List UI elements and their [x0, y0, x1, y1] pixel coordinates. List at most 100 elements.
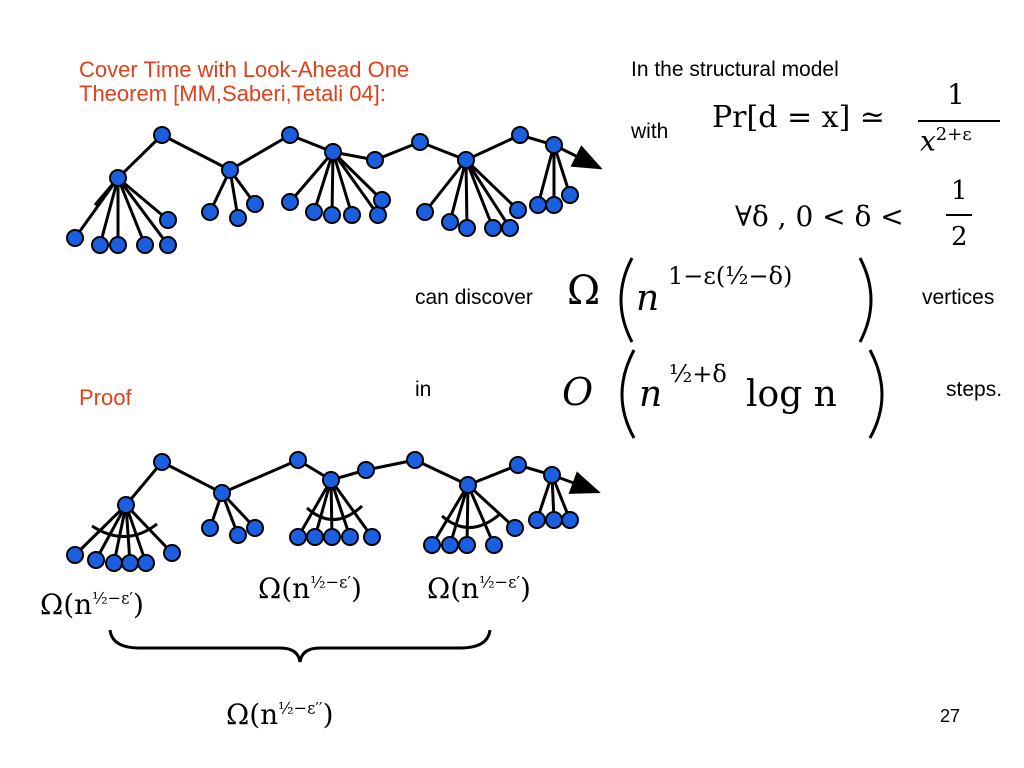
with-text: with	[631, 120, 669, 143]
node	[289, 528, 307, 546]
vertices-text: vertices	[922, 286, 995, 309]
proof-formula-c-base: Ω(n	[427, 572, 480, 605]
in-text: in	[415, 378, 432, 401]
node	[369, 206, 387, 224]
omega-symbol: Ω	[567, 268, 601, 314]
proof-formula-total-exp: ½−ε′′	[278, 698, 323, 718]
node	[91, 236, 109, 254]
fan-arc-1	[91, 522, 158, 538]
node	[109, 236, 127, 254]
node	[458, 219, 476, 237]
node	[561, 186, 579, 204]
node	[457, 151, 475, 169]
delta-fraction-bar	[946, 214, 972, 216]
node	[545, 136, 563, 154]
node	[501, 219, 519, 237]
node	[441, 213, 459, 231]
node	[229, 526, 247, 544]
probability-numerator: 1	[947, 78, 965, 111]
proof-formula-c-close: )	[520, 572, 531, 605]
page-number: 27	[940, 706, 961, 726]
delta-condition: ∀δ , 0 < δ <	[735, 200, 904, 233]
omega-right-paren	[858, 257, 873, 343]
tree-top-spine	[116, 133, 603, 180]
node	[289, 451, 307, 469]
node	[411, 133, 429, 151]
node	[324, 143, 342, 161]
o-left-paren	[620, 349, 636, 439]
probability-denominator: x2+ε	[920, 124, 972, 157]
node	[281, 126, 299, 144]
structural-model-text: In the structural model	[631, 58, 839, 81]
o-right-paren	[868, 349, 884, 439]
node	[511, 126, 529, 144]
formula-parentheses	[619, 257, 884, 439]
steps-text: steps.	[946, 378, 1003, 401]
node	[373, 191, 391, 209]
node	[246, 195, 264, 213]
node	[117, 496, 135, 514]
proof-formula-a: Ω(n½−ε′)	[40, 588, 144, 621]
node	[221, 161, 239, 179]
omega-left-paren	[619, 257, 634, 343]
node	[201, 519, 219, 537]
node	[366, 151, 384, 169]
proof-label: Proof	[79, 385, 132, 410]
node	[281, 193, 299, 211]
node	[306, 528, 324, 546]
node	[66, 229, 84, 247]
node	[423, 536, 441, 554]
title-line-2: Theorem [MM,Saberi,Tetali 04]:	[79, 81, 386, 106]
node	[109, 169, 127, 187]
o-exponent: ½+δ	[669, 360, 727, 388]
omega-exponent: 1−ε(½−δ)	[668, 262, 793, 290]
tree-top-nodes	[66, 126, 579, 254]
node	[163, 544, 181, 562]
probability-fraction-bar	[918, 120, 1000, 122]
node	[87, 551, 105, 569]
proof-formula-b-exp: ½−ε′	[310, 572, 352, 592]
node	[246, 519, 264, 537]
probability-den-exp: 2+ε	[935, 124, 972, 145]
node	[458, 536, 476, 554]
node	[485, 536, 503, 554]
node	[213, 484, 231, 502]
node	[363, 528, 381, 546]
node	[441, 536, 459, 554]
o-log: log n	[746, 374, 837, 415]
node	[66, 546, 84, 564]
node	[545, 511, 563, 529]
node	[136, 236, 154, 254]
node	[506, 519, 524, 537]
node	[509, 456, 527, 474]
tree-top-fan-4	[423, 158, 520, 229]
node	[406, 451, 424, 469]
proof-formula-b: Ω(n½−ε′)	[258, 572, 362, 605]
proof-formula-a-exp: ½−ε′	[92, 588, 134, 608]
node	[323, 206, 341, 224]
proof-formula-c-exp: ½−ε′	[479, 572, 521, 592]
tree-bottom-nodes	[66, 451, 579, 572]
node	[343, 206, 361, 224]
tree-bottom-fan-3	[296, 479, 374, 538]
tree-top-fan-1	[73, 176, 170, 246]
node	[201, 203, 219, 221]
node	[137, 554, 155, 572]
node	[229, 209, 247, 227]
node	[322, 471, 340, 489]
node	[341, 528, 359, 546]
delta-numerator: 1	[951, 176, 968, 206]
node	[484, 219, 502, 237]
proof-formula-total-base: Ω(n	[226, 698, 279, 731]
node	[561, 511, 579, 529]
node	[509, 201, 527, 219]
fan-arc-3	[441, 512, 501, 529]
fan-arc-2	[306, 504, 364, 521]
proof-formula-total-close: )	[322, 698, 334, 731]
node	[357, 461, 375, 479]
bottom-brace	[108, 629, 492, 663]
proof-formula-b-close: )	[351, 572, 362, 605]
title-line-1: Cover Time with Look-Ahead One	[79, 57, 410, 82]
